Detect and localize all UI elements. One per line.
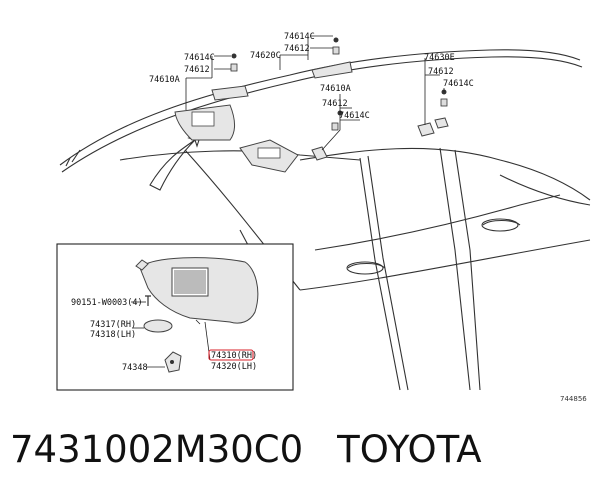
car-visors [174, 61, 449, 173]
label-74612-b: 74612 [284, 44, 310, 54]
label-74612-d: 74612 [428, 67, 454, 77]
highlight-box [208, 349, 254, 361]
callout-labels: 74614C 74612 74610A 74620C 74614C 74612 … [149, 32, 474, 121]
car-body-outline [59, 49, 591, 391]
label-74614c-d: 74614C [443, 79, 474, 89]
label-74310: 74310(RH) [211, 351, 257, 361]
diagram-code: 744856 [560, 395, 587, 403]
label-74320: 74320(LH) [211, 362, 257, 372]
clips [230, 37, 448, 131]
label-74348: 74348 [122, 363, 148, 373]
label-74614c-b: 74614C [284, 32, 315, 42]
detail-box: 90151-W0003(4) 74317(RH) 74318(LH) 74348… [56, 243, 294, 391]
label-74620c: 74620C [250, 51, 281, 61]
label-74614c-c: 74614C [339, 111, 370, 121]
parts-diagram: 74614C 74612 74610A 74620C 74614C 74612 … [56, 32, 591, 391]
part-number: 7431002M30C0 [10, 428, 304, 471]
label-74612-a: 74612 [184, 65, 210, 75]
label-90151: 90151-W0003(4) [71, 298, 143, 308]
label-74317: 74317(RH) [90, 320, 136, 330]
caption: 7431002M30C0 TOYOTA [10, 428, 482, 471]
label-74318: 74318(LH) [90, 330, 136, 340]
label-74612-c: 74612 [322, 99, 348, 109]
brand: TOYOTA [337, 428, 482, 471]
label-74630e: 74630E [424, 53, 455, 63]
label-74610a-b: 74610A [320, 84, 351, 94]
leader-lines [185, 35, 445, 151]
label-74610a-a: 74610A [149, 75, 180, 85]
label-74614c-a: 74614C [184, 53, 215, 63]
